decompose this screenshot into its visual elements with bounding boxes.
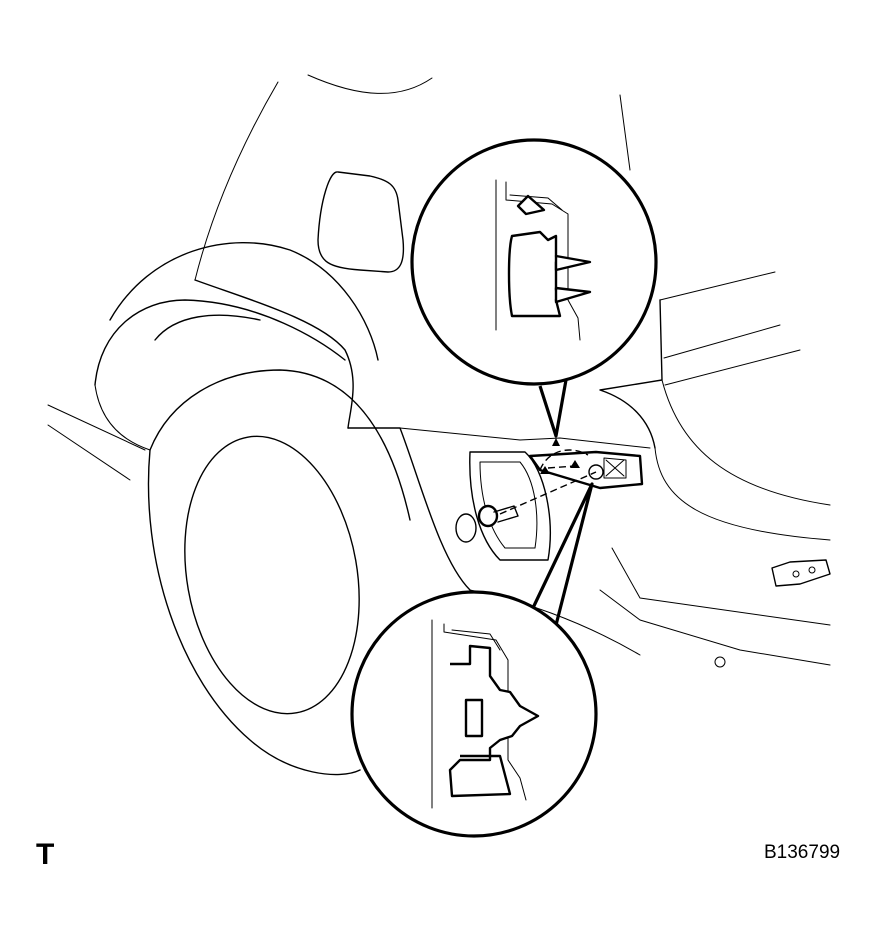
clip-locator-marks: [539, 438, 589, 474]
clip-detail-upper: [410, 138, 658, 386]
clip-detail-lower: [350, 590, 598, 838]
arrow-up-icon: [552, 438, 560, 446]
figure-id: B136799: [764, 842, 841, 863]
upper-callout-leader: [538, 379, 568, 438]
arrow-marker-icon: [540, 466, 550, 474]
vehicle-body-outline: [47, 74, 831, 776]
arrow-marker-icon: [570, 460, 580, 468]
code-letter: T: [36, 838, 55, 871]
lower-callout-leader: [530, 482, 594, 626]
bolt-icon: [477, 471, 597, 528]
